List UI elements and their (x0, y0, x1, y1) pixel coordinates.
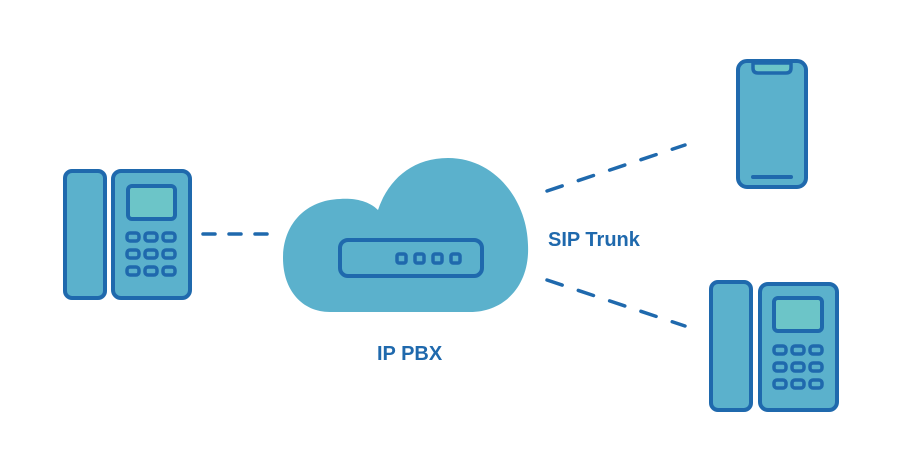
keypad (125, 231, 177, 277)
port-indicator (449, 252, 462, 265)
phone-notch (751, 61, 793, 75)
ip-pbx-label: IP PBX (377, 343, 443, 365)
phone-screen (772, 296, 824, 333)
connector-pbx-to-right-phone (545, 278, 687, 328)
ip-pbx-cloud-icon (283, 158, 529, 312)
port-indicator (413, 252, 426, 265)
port-indicator (395, 252, 408, 265)
sip-trunk-label: SIP Trunk (548, 229, 640, 251)
cloud-shape (283, 158, 529, 312)
connector-pbx-to-mobile (545, 143, 687, 193)
phone-body (736, 59, 808, 189)
desk-phone-right-icon (709, 280, 839, 412)
handset (63, 169, 107, 300)
desk-phone-left-icon (63, 169, 192, 300)
keypad (772, 344, 824, 390)
phone-screen (126, 184, 177, 221)
smartphone-icon (736, 59, 808, 189)
pbx-device-icon (338, 238, 484, 278)
handset (709, 280, 753, 412)
port-indicator (431, 252, 444, 265)
